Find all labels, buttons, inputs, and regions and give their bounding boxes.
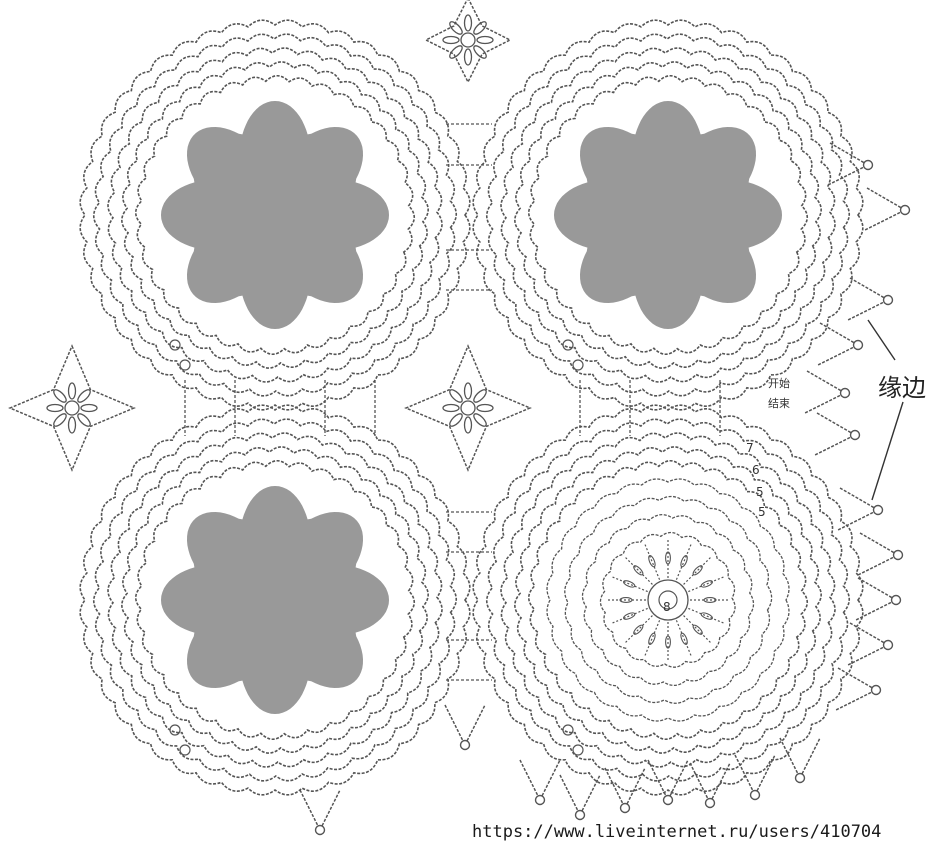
motif-bottom-right-spoke <box>676 545 691 580</box>
edging-spike <box>848 278 888 320</box>
edging-spike <box>780 738 820 778</box>
edging-spike <box>735 755 775 795</box>
motif-bottom-right-spoke <box>626 616 653 643</box>
edging-spike <box>445 705 485 745</box>
motif-top-right <box>473 20 863 410</box>
star-top-outline <box>426 0 510 82</box>
edging-picot <box>841 389 850 398</box>
motif-bottom-right-petal <box>700 612 713 621</box>
motif-bottom-right-spoke <box>688 577 723 592</box>
edging-picot <box>461 741 470 750</box>
star-center <box>406 346 530 470</box>
motif-top-left-join-rosette <box>180 360 190 370</box>
motif-bottom-right-spoke <box>613 577 648 592</box>
edging-picot <box>854 341 863 350</box>
edging-picot <box>664 796 673 805</box>
motif-bottom-right-petal <box>623 612 636 621</box>
round-number-6: 6 <box>752 463 760 477</box>
edging-spike <box>818 323 858 365</box>
edging-picot <box>751 791 760 800</box>
star-left <box>10 346 134 470</box>
motif-bottom-right-join-rosette <box>573 745 583 755</box>
motif-bottom-right-spoke <box>688 608 723 623</box>
motif-bottom-right-spoke <box>645 545 660 580</box>
end-label: 结束 <box>768 397 790 410</box>
edging-picot <box>621 804 630 813</box>
edging-picot <box>901 206 910 215</box>
motif-top-right-join-rosette <box>573 360 583 370</box>
watermark-url: https://www.liveinternet.ru/users/410704 <box>472 822 881 842</box>
edging-spike <box>520 760 560 800</box>
motif-bottom-right-spoke <box>613 608 648 623</box>
round-number-5b: 5 <box>758 505 766 519</box>
motif-bottom-right-spoke <box>645 620 660 655</box>
edging-spike <box>605 768 645 808</box>
motif-bottom-left-join-rosette <box>180 745 190 755</box>
motif-bottom-right-petal <box>700 579 713 588</box>
edge-pointer-line-upper <box>868 320 895 360</box>
edging-spike <box>836 668 876 710</box>
star-left-outline <box>10 346 134 470</box>
star-center-outline <box>406 346 530 470</box>
edging-spike <box>858 533 898 575</box>
edging-spike <box>828 143 868 185</box>
motif-top-left <box>80 20 470 410</box>
motif-top-left-flower-fill <box>161 101 389 329</box>
edging-picot <box>576 811 585 820</box>
motif-bottom-right-petal <box>647 555 656 568</box>
edging-picot <box>536 796 545 805</box>
edging-spike <box>805 371 845 413</box>
motif-bottom-right-spoke <box>676 620 691 655</box>
motif-top-right-flower-fill <box>554 101 782 329</box>
star-top <box>426 0 510 82</box>
round-number-7: 7 <box>746 441 754 455</box>
edging-picot <box>884 641 893 650</box>
edging-spike <box>300 790 340 830</box>
edging-picot <box>851 431 860 440</box>
edging-spike <box>865 188 905 230</box>
motif-bottom-right-spoke <box>684 558 711 585</box>
center-round-label: 8 <box>663 600 671 614</box>
edge-label: 缘边 <box>878 368 926 403</box>
edging-spike <box>848 623 888 665</box>
edging-picot <box>864 161 873 170</box>
motif-bottom-right-petal <box>623 579 636 588</box>
edging-picot <box>796 774 805 783</box>
edging-picot <box>894 551 903 560</box>
edging-picot <box>872 686 881 695</box>
start-label: 开始 <box>768 376 790 390</box>
edge-pointer-line-lower <box>872 402 903 500</box>
edging-spike <box>560 775 600 815</box>
motif-bottom-left-flower-fill <box>161 486 389 714</box>
edging-picot <box>316 826 325 835</box>
edging-spike <box>815 413 855 455</box>
round-number-5a: 5 <box>756 485 764 499</box>
edging-picot <box>884 296 893 305</box>
motif-bottom-right-spoke <box>626 558 653 585</box>
motif-bottom-left <box>80 405 470 795</box>
motif-bottom-right-spoke <box>684 616 711 643</box>
motif-bottom-right-petal <box>680 632 689 645</box>
motif-bottom-right-petal <box>647 632 656 645</box>
motif-bottom-right-petal <box>680 555 689 568</box>
edging-picot <box>706 799 715 808</box>
edging-picot <box>874 506 883 515</box>
edging-picot <box>892 596 901 605</box>
